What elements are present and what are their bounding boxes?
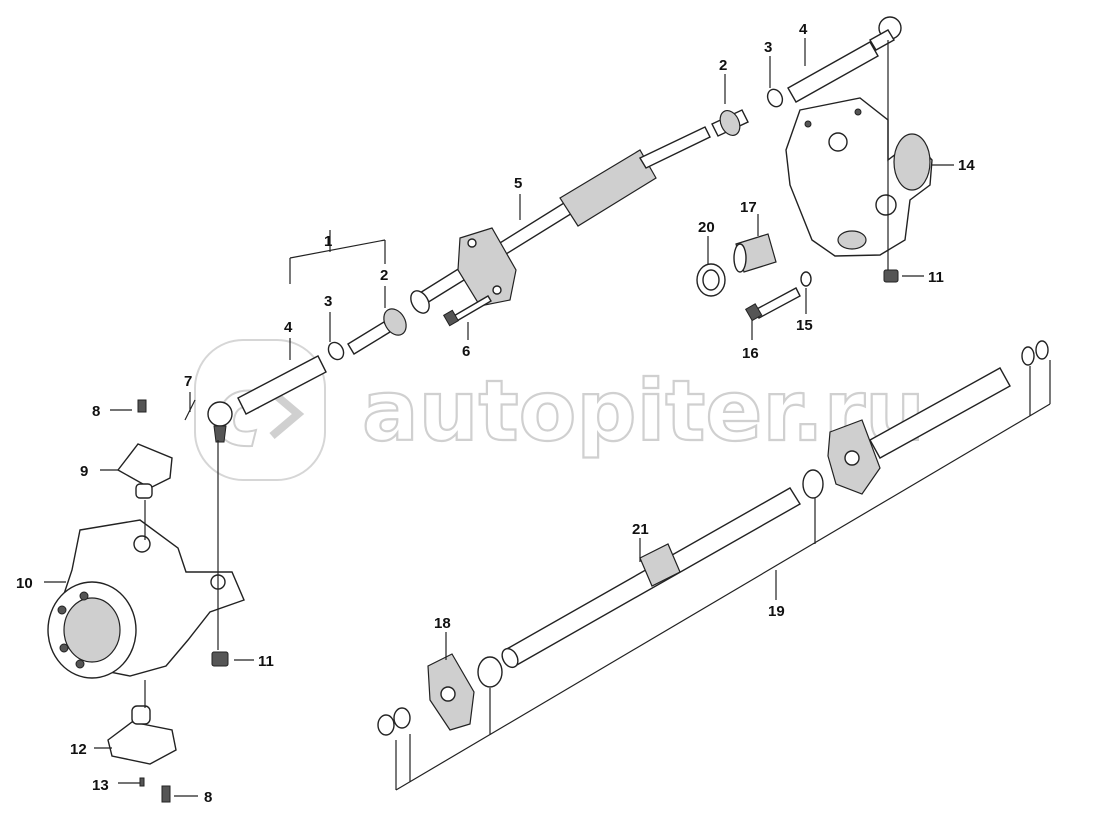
bolt-6 (451, 295, 492, 323)
callout-4-right: 4 (799, 21, 808, 38)
ball-joint-left (207, 401, 233, 427)
callout-17: 17 (740, 199, 757, 216)
callout-18: 18 (434, 615, 451, 632)
callout-14: 14 (958, 157, 975, 174)
lower-shaft-assembly (377, 340, 1049, 736)
knuckle-bolt-hole (854, 108, 862, 116)
callout-labels: 1 2 2 3 3 4 4 5 6 7 8 8 9 10 11 11 12 13… (16, 21, 975, 806)
callout-19: 19 (768, 603, 785, 620)
callout-2-left: 2 (380, 267, 388, 284)
knuckle-14-arm-eye (875, 194, 897, 216)
nut-11-right (883, 269, 899, 283)
outer-flange-bore (844, 450, 860, 466)
knuckle-14-bore (828, 132, 848, 152)
callout-9: 9 (80, 463, 88, 480)
callout-2-right: 2 (719, 57, 727, 74)
o-ring (1035, 340, 1049, 360)
ball-joint-neck-right (869, 29, 895, 51)
callout-13: 13 (92, 777, 109, 794)
callout-5: 5 (514, 175, 522, 192)
callout-8-lower: 8 (204, 789, 212, 806)
bolt-8-upper (137, 399, 147, 413)
tube-4-right (787, 41, 879, 103)
knuckle-14-hub (893, 133, 931, 191)
ball-joint-9-stud (135, 483, 153, 499)
ball-joint-9 (116, 443, 173, 489)
callout-12: 12 (70, 741, 87, 758)
bracket-19 (395, 403, 1051, 791)
flange-bolt-hole (492, 285, 502, 295)
right-steering-knuckle (696, 97, 933, 322)
seal-20-inner (702, 269, 720, 291)
callout-7: 7 (184, 373, 192, 390)
callout-16: 16 (742, 345, 759, 362)
leader-lines (44, 38, 1051, 797)
hub-stud-hole (79, 591, 89, 601)
ball-joint-stud-left (213, 425, 227, 443)
shaft-rod-end (639, 126, 711, 169)
adjuster-nut-left (383, 308, 407, 336)
shaft-sleeve (559, 149, 657, 227)
o-ring (477, 656, 503, 688)
watermark-logo-frame (194, 339, 326, 481)
shaft-end-face (410, 290, 430, 314)
hub-stud-hole (75, 659, 85, 669)
callout-11-right: 11 (928, 269, 944, 286)
hub-stud-hole (57, 605, 67, 615)
bolt-16-head (744, 303, 763, 322)
callout-21: 21 (632, 521, 649, 538)
shaft-21-end (501, 647, 519, 669)
bushing-17-end (733, 243, 747, 273)
pin-13 (139, 777, 145, 787)
adjuster-nut-right (719, 110, 741, 136)
watermark-logo-a (216, 389, 264, 448)
flange-18-bore (440, 686, 456, 702)
shaft-21-collar (639, 543, 681, 587)
callout-6: 6 (462, 343, 470, 360)
o-ring (1021, 346, 1035, 366)
knuckle-10-hub-center (63, 597, 121, 663)
ball-joint-12 (107, 721, 177, 765)
callout-3-left: 3 (324, 293, 332, 310)
bolt-16 (754, 287, 801, 319)
upper-tie-rod-assembly (184, 16, 902, 443)
nut-11-left (211, 651, 229, 667)
callout-3-right: 3 (764, 39, 772, 56)
o-ring (377, 714, 395, 736)
ball-joint-12-stud (131, 705, 151, 725)
knuckle-bolt-hole (804, 120, 812, 128)
watermark: autopiter.ru (194, 339, 926, 481)
outer-shaft (869, 367, 1011, 459)
o-ring (393, 707, 411, 729)
callout-4-left: 4 (284, 319, 293, 336)
left-steering-knuckle (47, 519, 245, 679)
callout-20: 20 (698, 219, 715, 236)
flange-bolt-hole (467, 238, 477, 248)
washer-3-left (327, 341, 345, 361)
knuckle-10-bore (133, 535, 151, 553)
callout-1: 1 (324, 233, 332, 250)
watermark-logo-arrow (269, 388, 305, 440)
washer-3-right (766, 88, 784, 108)
callout-15: 15 (796, 317, 813, 334)
callout-10: 10 (16, 575, 33, 592)
bracket-1 (289, 239, 386, 259)
bolt-6-head (442, 309, 460, 327)
o-ring (802, 469, 824, 499)
knuckle-14-lower-boss (837, 230, 867, 250)
bolt-8-lower (161, 785, 171, 803)
tube-4-left (237, 355, 327, 415)
callout-11-left: 11 (258, 653, 274, 670)
callout-8-upper: 8 (92, 403, 100, 420)
hub-stud-hole (59, 643, 69, 653)
washer-15 (800, 271, 812, 287)
threaded-end-2-left (347, 321, 391, 355)
ball-joints (107, 399, 177, 803)
